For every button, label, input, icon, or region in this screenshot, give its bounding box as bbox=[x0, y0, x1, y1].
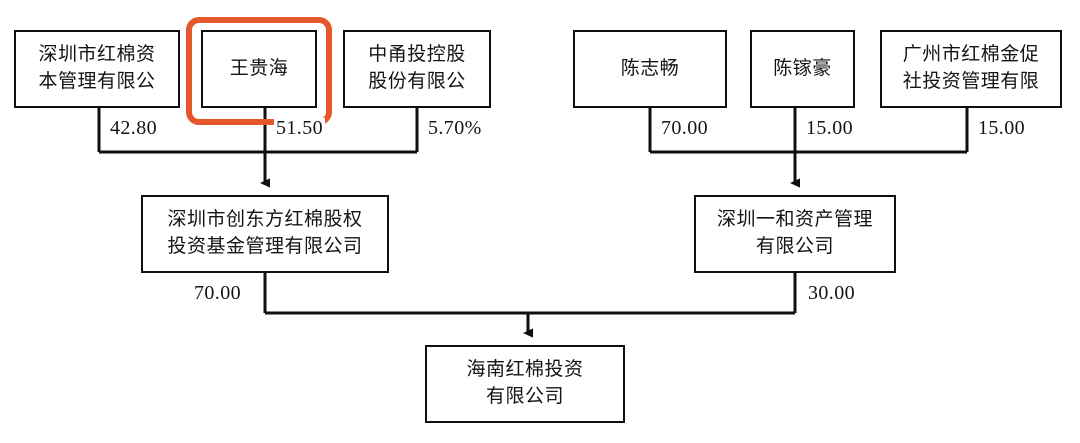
node-zhongyong-touzi-holding[interactable]: 中甬投控股 股份有限公 bbox=[343, 30, 491, 108]
left-group-connectors bbox=[97, 108, 419, 188]
node-hainan-hongmian-investment[interactable]: 海南红棉投资 有限公司 bbox=[425, 345, 625, 423]
edge-label-guangzhou-hongmian-jincu: 15.00 bbox=[976, 117, 1027, 139]
node-line: 投资基金管理有限公司 bbox=[167, 236, 363, 257]
node-line: 海南红棉投资 bbox=[466, 359, 584, 381]
node-line: 深圳一和资产管理 bbox=[716, 209, 873, 231]
node-guangzhou-hongmian-jincu[interactable]: 广州市红棉金促 社投资管理有限 bbox=[880, 30, 1062, 108]
node-line: 陈志畅 bbox=[620, 57, 680, 79]
node-line: 陈镓豪 bbox=[773, 57, 832, 79]
node-line: 深圳市创东方红棉股权 bbox=[167, 209, 363, 231]
node-line: 有限公司 bbox=[755, 236, 834, 257]
node-line: 广州市红棉金促 bbox=[902, 44, 1040, 66]
node-line: 深圳市红棉资 bbox=[38, 44, 156, 66]
edge-label-zhongyong-touzi-holding: 5.70% bbox=[426, 117, 484, 139]
node-line: 本管理有限公 bbox=[38, 71, 156, 92]
edge-label-mid-left-to-bottom: 70.00 bbox=[192, 282, 243, 304]
edge-label-mid-right-to-bottom: 30.00 bbox=[806, 282, 857, 304]
node-line: 有限公司 bbox=[485, 386, 564, 407]
node-shenzhen-yihe-asset[interactable]: 深圳一和资产管理 有限公司 bbox=[694, 195, 896, 273]
edge-label-wang-guihai: 51.50 bbox=[274, 117, 325, 139]
edge-label-chen-jiahao: 15.00 bbox=[804, 117, 855, 139]
node-line: 社投资管理有限 bbox=[902, 71, 1040, 92]
right-group-connectors bbox=[648, 108, 969, 188]
node-chen-jiahao[interactable]: 陈镓豪 bbox=[750, 30, 855, 108]
node-line: 王贵海 bbox=[229, 57, 289, 79]
node-chen-zhichang[interactable]: 陈志畅 bbox=[573, 30, 727, 108]
node-wang-guihai[interactable]: 王贵海 bbox=[201, 30, 317, 108]
node-line: 中甬投控股 bbox=[368, 44, 466, 66]
node-line: 股份有限公 bbox=[368, 71, 466, 92]
highlight-frame-wang-guihai bbox=[186, 17, 332, 125]
node-shenzhen-chuangdongfang[interactable]: 深圳市创东方红棉股权 投资基金管理有限公司 bbox=[141, 195, 389, 273]
bottom-group-connectors bbox=[263, 273, 797, 338]
node-shenzhen-hongmian-capital[interactable]: 深圳市红棉资 本管理有限公 bbox=[14, 30, 180, 108]
edge-label-chen-zhichang: 70.00 bbox=[659, 117, 710, 139]
edge-label-shenzhen-hongmian-capital: 42.80 bbox=[108, 117, 159, 139]
